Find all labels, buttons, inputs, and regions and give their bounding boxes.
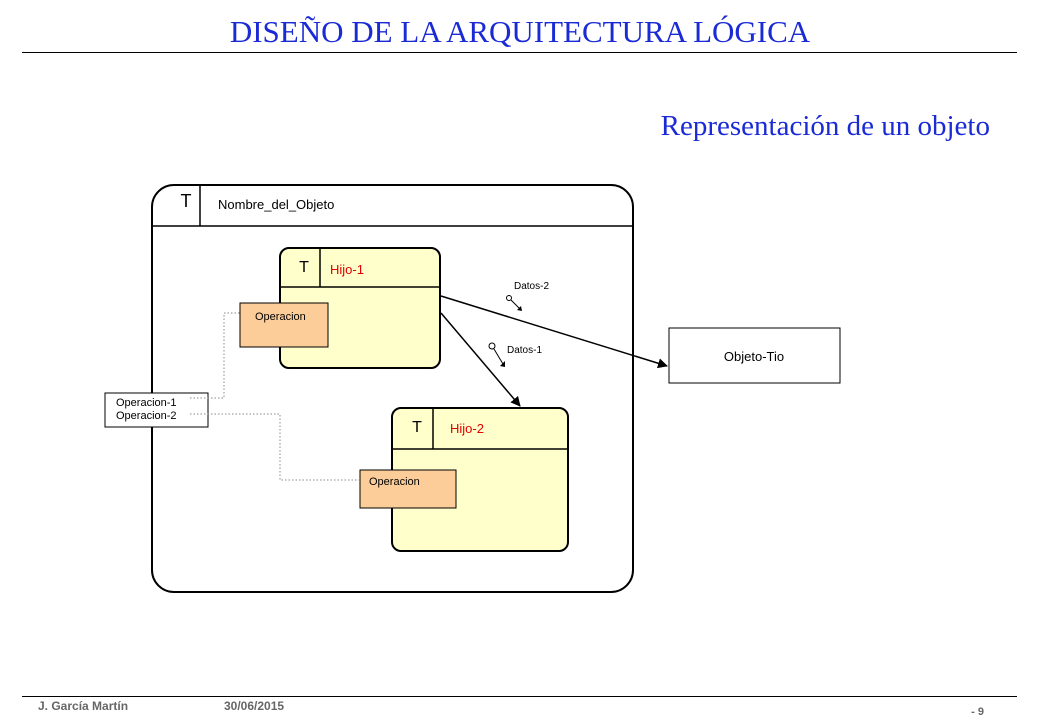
child-1-type-marker: T	[299, 259, 309, 276]
data-couple-2-tail	[510, 299, 521, 310]
child-2-type-marker: T	[412, 419, 422, 436]
child-2-name: Hijo-2	[450, 421, 484, 436]
data-couple-1-tail	[493, 348, 504, 365]
child-1-operation-label: Operacion	[255, 311, 306, 323]
footer-author: J. García Martín	[38, 699, 129, 713]
data-flow-label-1: Datos-1	[507, 345, 542, 356]
parent-interface[interactable]: Operacion-1 Operacion-2	[104, 392, 209, 428]
parent-object-name: Nombre_del_Objeto	[218, 197, 334, 212]
data-couple-1-arrowhead	[500, 361, 505, 367]
child-2-operation-box	[359, 469, 457, 509]
child-1-operation[interactable]: Operacion	[239, 302, 329, 348]
child-2-operation[interactable]: Operacion	[359, 469, 457, 509]
footer-date: 30/06/2015	[224, 699, 285, 713]
child-1-name: Hijo-1	[330, 262, 364, 277]
parent-type-marker: T	[181, 191, 192, 211]
data-couple-datos-2: Datos-2	[506, 281, 549, 311]
slide-subtitle: Representación de un objeto	[660, 110, 990, 142]
data-flow-label-2: Datos-2	[514, 281, 549, 292]
child-2-operation-label: Operacion	[369, 476, 420, 488]
child-1-operation-box	[239, 302, 329, 348]
interface-operation-2[interactable]: Operacion-2	[116, 410, 177, 422]
external-object-name: Objeto-Tio	[724, 349, 784, 364]
child-object-2[interactable]: T Hijo-2	[391, 407, 569, 552]
delegation-line-1	[190, 312, 240, 399]
interface-box	[104, 392, 209, 428]
interface-operation-1[interactable]: Operacion-1	[116, 397, 177, 409]
data-couple-2-circle-icon	[506, 295, 512, 301]
external-object[interactable]: Objeto-Tio	[668, 327, 841, 384]
data-couple-2-arrowhead	[517, 306, 522, 311]
message-arrow-to-external	[440, 295, 668, 369]
delegation-line-2	[190, 413, 360, 481]
slide-title: DISEÑO DE LA ARQUITECTURA LÓGICA	[229, 14, 811, 49]
title-divider	[22, 52, 1017, 53]
footer-page-number: - 9	[971, 706, 984, 718]
data-couple-datos-1: Datos-1	[488, 342, 542, 367]
external-object-box	[668, 327, 841, 384]
footer-divider	[22, 696, 1017, 697]
message-arrow-to-child-2	[440, 312, 521, 407]
data-couple-1-circle-icon	[488, 342, 496, 350]
